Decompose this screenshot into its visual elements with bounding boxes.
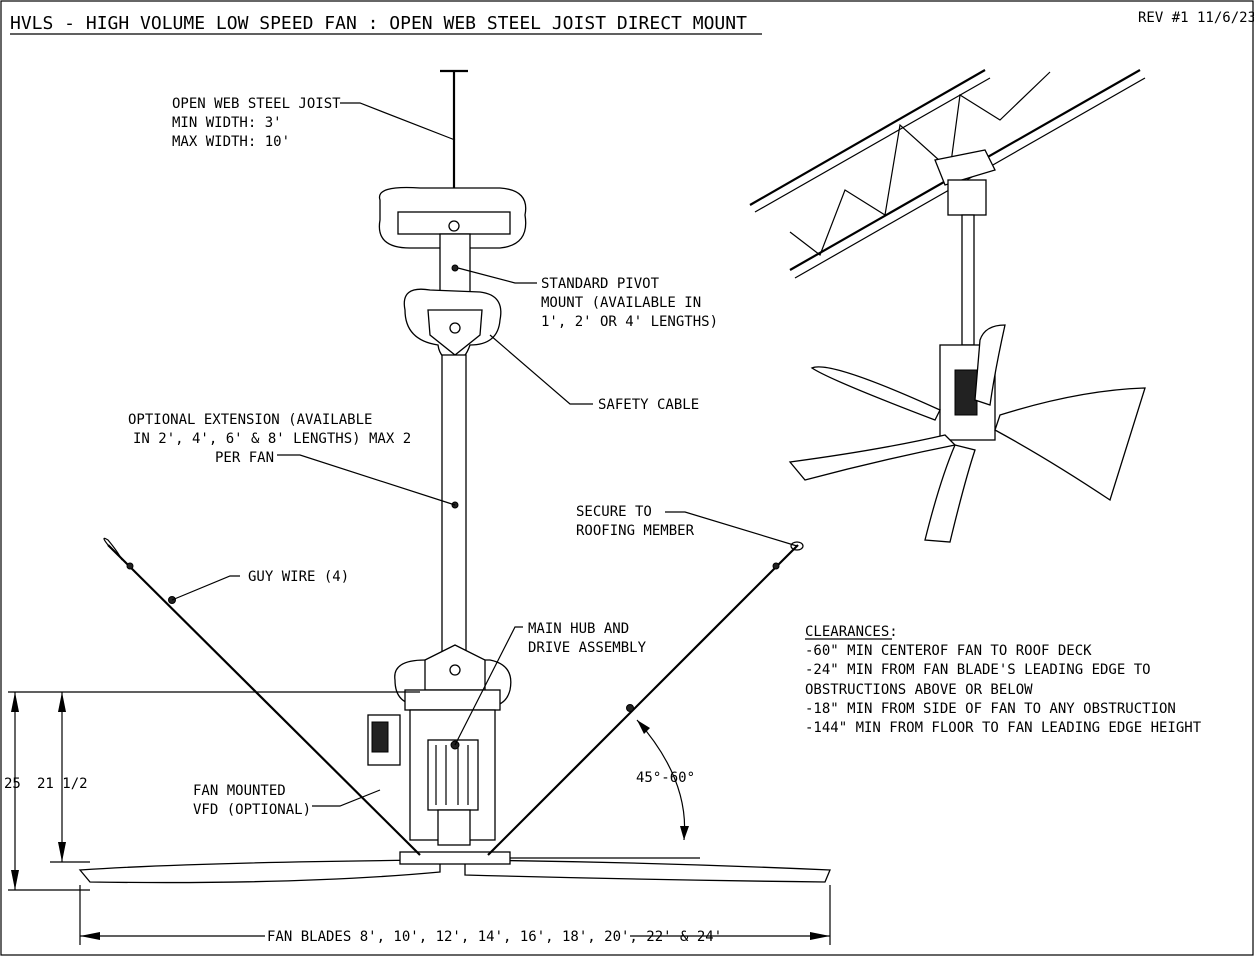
extension-label-3: PER FAN (215, 450, 274, 466)
fan-blade-right (464, 859, 831, 883)
vfd-label-1: FAN MOUNTED (193, 783, 286, 799)
iso-blade-3 (788, 434, 957, 481)
fan-blade-left (78, 859, 441, 884)
clearance-item: -24" MIN FROM FAN BLADE'S LEADING EDGE T… (805, 662, 1151, 678)
guy-wire-right (487, 544, 799, 856)
clearance-item: -18" MIN FROM SIDE OF FAN TO ANY OBSTRUC… (805, 701, 1176, 717)
blade-sizes-label: FAN BLADES 8', 10', 12', 14', 16', 18', … (267, 929, 722, 945)
isometric-fan-view (749, 69, 1146, 543)
clearances-heading: CLEARANCES: (805, 624, 898, 640)
revision-label: REV #1 11/6/23 (1138, 10, 1254, 26)
clearance-item: -60" MIN CENTEROF FAN TO ROOF DECK (805, 643, 1092, 659)
guy-wire-left (107, 544, 421, 856)
angle-label: 45°-60° (636, 770, 695, 786)
extension-label-2: IN 2', 4', 6' & 8' LENGTHS) MAX 2 (133, 431, 411, 447)
iso-extension-tube (961, 214, 975, 346)
secure-label-2: ROOFING MEMBER (576, 523, 695, 539)
annotations: OPEN WEB STEEL JOIST MIN WIDTH: 3' MAX W… (4, 96, 722, 945)
dimension-lines (8, 691, 831, 945)
clearances-notes: CLEARANCES: -60" MIN CENTEROF FAN TO ROO… (805, 624, 1202, 736)
clearance-item: -144" MIN FROM FLOOR TO FAN LEADING EDGE… (805, 720, 1202, 736)
iso-blade-4 (924, 444, 976, 543)
joist-max-width: MAX WIDTH: 10' (172, 134, 290, 150)
clearance-item: OBSTRUCTIONS ABOVE OR BELOW (805, 682, 1033, 698)
hub-plate (399, 851, 511, 865)
guy-wire-label: GUY WIRE (4) (248, 569, 349, 585)
safety-cable-label: SAFETY CABLE (598, 397, 699, 413)
fan-elevation-view (78, 69, 831, 884)
dimension-25: 25 (4, 776, 21, 792)
hub-label-1: MAIN HUB AND (528, 621, 629, 637)
secure-label-1: SECURE TO (576, 504, 652, 520)
pivot-label-1: STANDARD PIVOT (541, 276, 660, 292)
iso-blade-1 (810, 366, 941, 421)
hub-label-2: DRIVE ASSEMBLY (528, 640, 647, 656)
leader-lines (171, 102, 798, 807)
iso-joist-clamp (934, 149, 996, 186)
joist-label: OPEN WEB STEEL JOIST (172, 96, 341, 112)
dimension-21-half: 21 1/2 (37, 776, 88, 792)
extension-label-1: OPTIONAL EXTENSION (AVAILABLE (128, 412, 372, 428)
drawing-title: HVLS - HIGH VOLUME LOW SPEED FAN : OPEN … (10, 13, 747, 34)
iso-blade-5 (974, 324, 1006, 406)
iso-blade-2 (994, 387, 1146, 502)
joist-min-width: MIN WIDTH: 3' (172, 115, 282, 131)
vfd-label-2: VFD (OPTIONAL) (193, 802, 311, 818)
pivot-label-2: MOUNT (AVAILABLE IN (541, 295, 701, 311)
pivot-label-3: 1', 2' OR 4' LENGTHS) (541, 314, 718, 330)
